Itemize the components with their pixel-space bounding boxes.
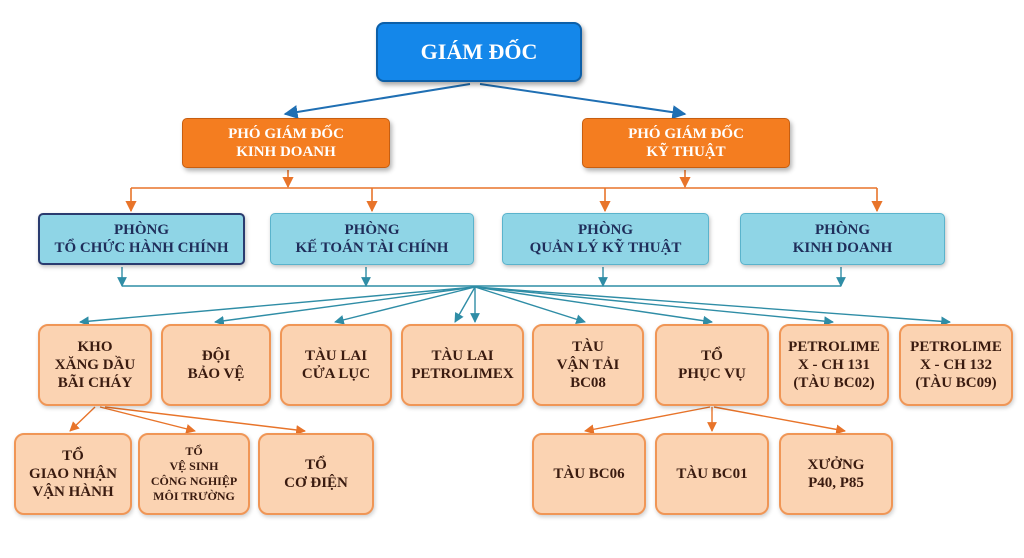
- unit-line: PETROLIME: [910, 339, 1002, 355]
- subunit-tau-bc01: TÀU BC01: [655, 433, 769, 515]
- unit-petrolimex-ch132: PETROLIME X - CH 132 (TÀU BC09): [899, 324, 1013, 406]
- unit-line: XĂNG DẦU: [54, 357, 136, 373]
- unit-line: PHỤC VỤ: [678, 366, 746, 382]
- deputy-technical-line1: PHÓ GIÁM ĐỐC: [628, 126, 744, 142]
- subunit-line: TỔ: [185, 444, 203, 458]
- unit-tau-lai-cua-luc: TÀU LAI CỬA LỤC: [280, 324, 392, 406]
- deputy-business-line1: PHÓ GIÁM ĐỐC: [228, 126, 344, 142]
- subunit-line: GIAO NHẬN: [29, 466, 117, 482]
- unit-petrolimex-ch131: PETROLIME X - CH 131 (TÀU BC02): [779, 324, 889, 406]
- unit-line: TÀU: [572, 339, 604, 355]
- subunit-xuong-p40-p85: XƯỞNG P40, P85: [779, 433, 893, 515]
- director-box: GIÁM ĐỐC: [376, 22, 582, 82]
- deputy-business-line2: KINH DOANH: [236, 144, 336, 160]
- unit-line: VẬN TẢI: [556, 357, 620, 373]
- subunit-line: TÀU BC01: [676, 466, 748, 482]
- department-technical-line1: PHÒNG: [578, 222, 633, 238]
- subunit-co-dien: TỔ CƠ ĐIỆN: [258, 433, 374, 515]
- subunit-line: CÔNG NGHIỆP: [150, 474, 238, 488]
- subunit-line: XƯỞNG: [807, 457, 865, 473]
- unit-tau-lai-petrolimex: TÀU LAI PETROLIMEX: [401, 324, 524, 406]
- department-accounting-line2: KẾ TOÁN TÀI CHÍNH: [295, 240, 449, 256]
- unit-line: TỔ: [701, 348, 723, 364]
- subunit-tau-bc06: TÀU BC06: [532, 433, 646, 515]
- unit-line: (TÀU BC09): [915, 375, 997, 391]
- deputy-business-box: PHÓ GIÁM ĐỐC KINH DOANH: [182, 118, 390, 168]
- subunit-line: P40, P85: [808, 475, 864, 491]
- unit-line: TÀU LAI: [431, 348, 494, 364]
- subunit-ve-sinh: TỔ VỆ SINH CÔNG NGHIỆP MÔI TRƯỜNG: [138, 433, 250, 515]
- deputy-connectors: [125, 170, 883, 213]
- department-admin-box: PHÒNG TỔ CHỨC HÀNH CHÍNH: [38, 213, 245, 265]
- department-business-box: PHÒNG KINH DOANH: [740, 213, 945, 265]
- department-accounting-box: PHÒNG KẾ TOÁN TÀI CHÍNH: [270, 213, 474, 265]
- unit-line: X - CH 132: [919, 357, 993, 373]
- unit-line: BÃI CHÁY: [57, 375, 133, 391]
- department-technical-line2: QUẢN LÝ KỸ THUẬT: [529, 240, 682, 256]
- deputy-technical-line2: KỸ THUẬT: [646, 144, 726, 160]
- director-title: GIÁM ĐỐC: [420, 38, 538, 64]
- subunit-line: VỆ SINH: [169, 459, 219, 473]
- unit-tau-van-tai-bc08: TÀU VẬN TẢI BC08: [532, 324, 644, 406]
- subunit-giao-nhan: TỔ GIAO NHẬN VẬN HÀNH: [14, 433, 132, 515]
- director-connectors: [283, 83, 687, 120]
- unit-line: ĐỘI: [201, 348, 231, 364]
- unit-line: TÀU LAI: [304, 348, 368, 364]
- unit-doi-bao-ve: ĐỘI BẢO VỆ: [161, 324, 271, 406]
- unit-line: X - CH 131: [797, 357, 871, 373]
- department-accounting-line1: PHÒNG: [344, 222, 400, 238]
- unit-line: CỬA LỤC: [301, 366, 371, 382]
- unit-line: BC08: [570, 375, 606, 391]
- subunit-line: TỔ: [305, 457, 327, 473]
- kho-connectors: [69, 406, 306, 435]
- department-connectors: [79, 267, 951, 327]
- unit-line: KHO: [77, 339, 113, 355]
- unit-line: PETROLIMEX: [411, 366, 514, 382]
- unit-to-phuc-vu: TỔ PHỤC VỤ: [655, 324, 769, 406]
- department-technical-box: PHÒNG QUẢN LÝ KỸ THUẬT: [502, 213, 709, 265]
- department-admin-line2: TỔ CHỨC HÀNH CHÍNH: [54, 240, 229, 256]
- deputy-technical-box: PHÓ GIÁM ĐỐC KỸ THUẬT: [582, 118, 790, 168]
- department-admin-line1: PHÒNG: [114, 222, 169, 238]
- unit-line: PETROLIME: [788, 339, 880, 355]
- service-connectors: [584, 406, 846, 435]
- unit-kho-bai-chay: KHO XĂNG DẦU BÃI CHÁY: [38, 324, 152, 406]
- subunit-line: VẬN HÀNH: [32, 484, 114, 500]
- department-business-line1: PHÒNG: [815, 222, 870, 238]
- department-business-line2: KINH DOANH: [792, 240, 893, 256]
- subunit-line: TỔ: [62, 448, 84, 464]
- unit-line: (TÀU BC02): [793, 375, 875, 391]
- subunit-line: CƠ ĐIỆN: [284, 475, 348, 491]
- subunit-line: TÀU BC06: [553, 466, 625, 482]
- subunit-line: MÔI TRƯỜNG: [153, 489, 235, 503]
- unit-line: BẢO VỆ: [187, 366, 245, 382]
